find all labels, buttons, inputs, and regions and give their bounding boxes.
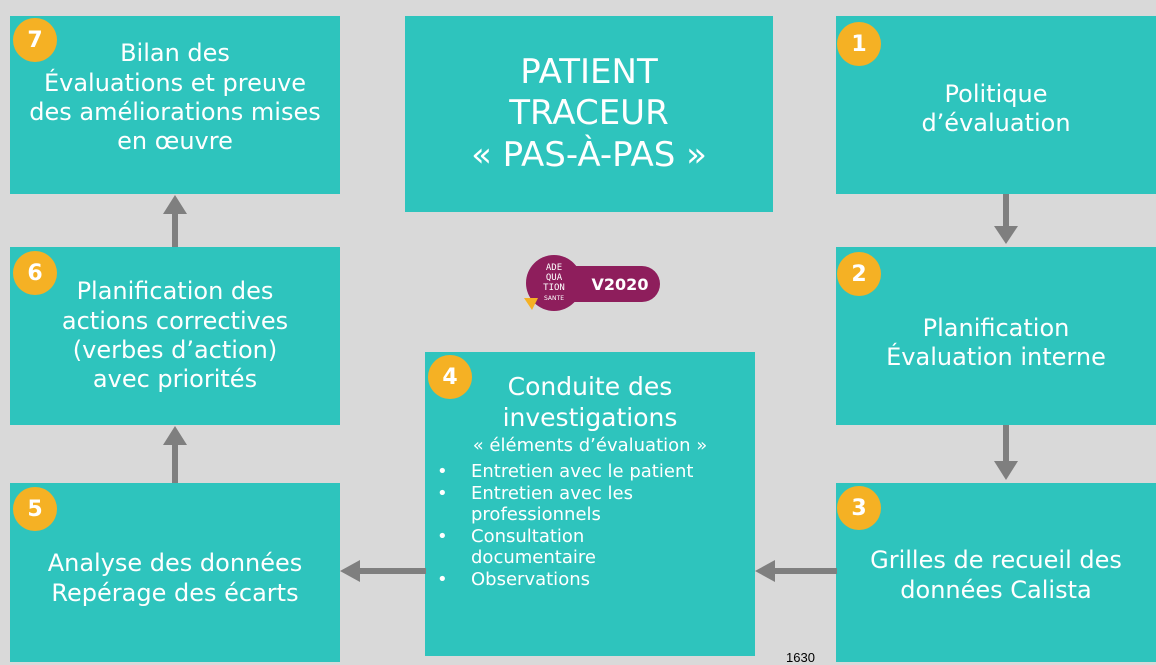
step-7-line: des améliorations mises: [29, 98, 321, 126]
logo-version: V2020: [592, 275, 649, 294]
step-1-line: d’évaluation: [921, 109, 1071, 137]
title-line: « PAS-À-PAS »: [471, 134, 707, 175]
step-7-line: Bilan des: [120, 39, 230, 68]
step-2-number-badge: 2: [837, 252, 881, 296]
step-7-line: en œuvre: [117, 127, 233, 156]
step-7-line: Évaluations et preuve: [43, 68, 307, 97]
logo-letters: ADE: [546, 263, 562, 273]
bullet-item: Consultation documentaire: [425, 526, 755, 569]
step-4-bullet-list: Entretien avec le patient Entretien avec…: [425, 461, 755, 591]
step-7-box: Bilan des Évaluations et preuve des amél…: [10, 16, 340, 194]
step-6-box: Planification des actions correctives (v…: [10, 247, 340, 425]
step-5-number-badge: 5: [13, 487, 57, 531]
step-4-box: Conduite des investigations « éléments d…: [425, 352, 755, 656]
arrow-2-to-3: [994, 425, 1018, 480]
step-4-number-badge: 4: [428, 355, 472, 399]
logo-triangle: [524, 298, 538, 310]
step-1-line: Politique: [944, 79, 1048, 108]
step-4-subtitle: « éléments d’évaluation »: [472, 435, 708, 456]
step-7-number-badge: 7: [13, 18, 57, 62]
bullet-item: Observations: [425, 569, 755, 591]
page-number: 1630: [786, 650, 815, 665]
arrow-1-to-2: [994, 194, 1018, 244]
arrow-4-to-5: [340, 560, 426, 582]
bullet-item: Entretien avec les professionnels: [425, 483, 755, 526]
step-5-box: Analyse des données Repérage des écarts: [10, 483, 340, 662]
step-3-line: Grilles de recueil des: [870, 546, 1122, 575]
step-6-number-badge: 6: [13, 251, 57, 295]
step-3-line: données Calista: [900, 575, 1092, 604]
step-3-box: Grilles de recueil des données Calista: [836, 483, 1156, 662]
step-2-box: Planification Évaluation interne: [836, 247, 1156, 425]
step-6-line: Planification des: [76, 277, 274, 306]
step-4-line: Conduite des: [507, 372, 673, 401]
title-line: PATIENT: [520, 51, 658, 92]
bullet-item: Entretien avec le patient: [425, 461, 755, 483]
logo-circle: [526, 255, 582, 311]
step-2-line: Évaluation interne: [886, 343, 1106, 371]
logo-letters: SANTE: [544, 295, 564, 302]
step-1-number-badge: 1: [837, 22, 881, 66]
step-6-line: avec priorités: [92, 365, 258, 394]
step-2-line: Planification: [922, 313, 1070, 342]
arrow-5-to-6: [163, 426, 187, 483]
adequation-sante-logo: ADE QUA TION SANTE V2020: [524, 255, 660, 311]
title-line: TRACEUR: [509, 93, 669, 134]
step-4-line: investigations: [502, 402, 678, 432]
title-box: PATIENT TRACEUR « PAS-À-PAS »: [405, 16, 773, 212]
logo-letters: TION: [543, 283, 565, 293]
arrow-3-to-4: [755, 560, 837, 582]
step-5-line: Repérage des écarts: [51, 578, 299, 607]
logo-letters: QUA: [546, 273, 563, 283]
arrow-6-to-7: [163, 195, 187, 247]
step-6-line: actions correctives: [61, 306, 289, 335]
step-1-box: Politique d’évaluation: [836, 16, 1156, 194]
step-5-line: Analyse des données: [47, 549, 303, 578]
step-3-number-badge: 3: [837, 486, 881, 530]
step-6-line: (verbes d’action): [72, 336, 278, 364]
